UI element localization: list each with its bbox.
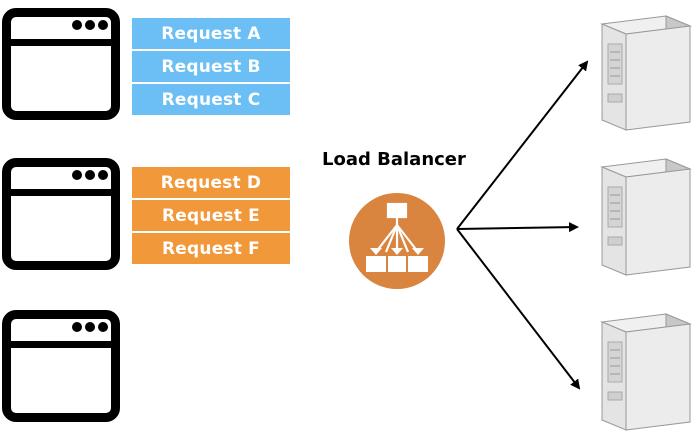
arrow-to-server-3 — [456, 228, 581, 390]
request-b: Request B — [132, 51, 290, 82]
client-window-1 — [2, 8, 120, 120]
arrow-to-server-2 — [456, 222, 579, 233]
request-c: Request C — [132, 84, 290, 115]
arrow-to-server-1 — [456, 60, 589, 230]
window-controls-icon — [72, 20, 108, 30]
request-a: Request A — [132, 18, 290, 49]
window-title-bar — [11, 39, 111, 46]
load-balancer-label: Load Balancer — [322, 149, 466, 170]
server-icon — [600, 313, 692, 431]
window-title-bar — [11, 189, 111, 196]
server-icon — [600, 15, 692, 131]
request-e: Request E — [132, 200, 290, 231]
window-title-bar — [11, 341, 111, 348]
client-window-2 — [2, 158, 120, 270]
window-controls-icon — [72, 170, 108, 180]
client-window-3 — [2, 310, 120, 422]
window-controls-icon — [72, 322, 108, 332]
load-balancer-icon — [349, 193, 445, 289]
server-icon — [600, 158, 692, 276]
request-d: Request D — [132, 167, 290, 198]
request-f: Request F — [132, 233, 290, 264]
